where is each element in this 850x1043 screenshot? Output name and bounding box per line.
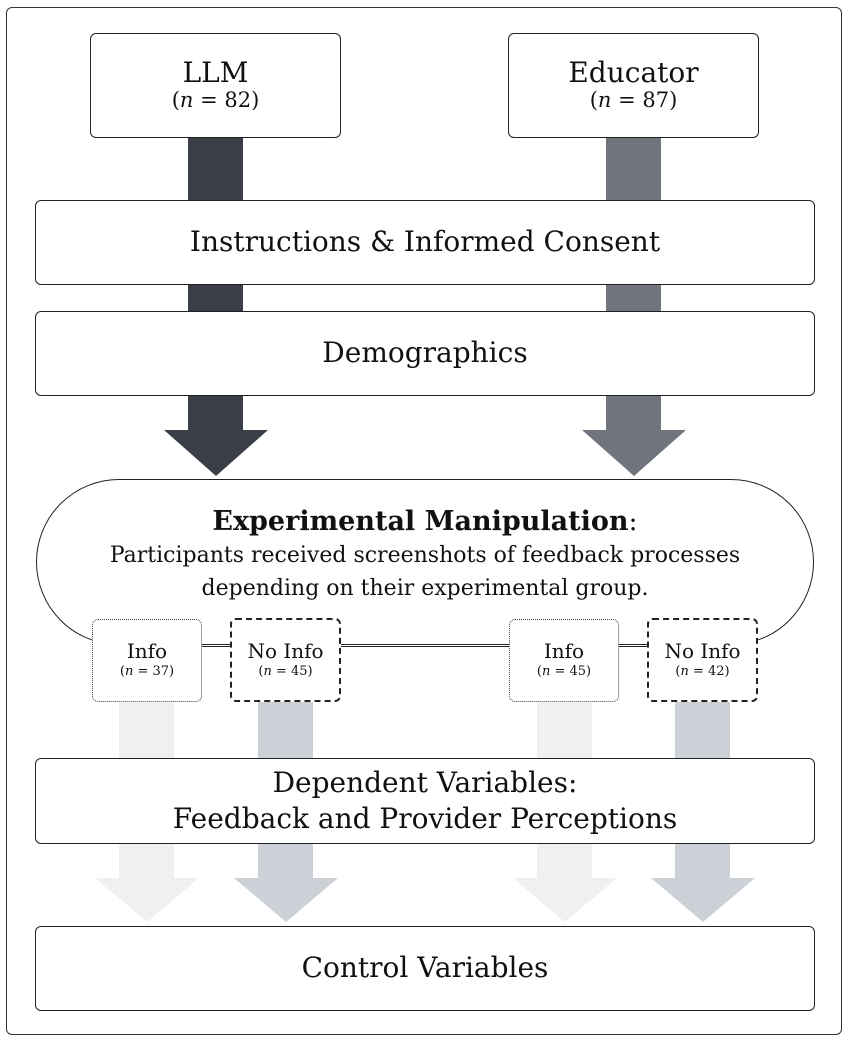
llm-info-subgroup: Info (n = 37) <box>92 619 202 702</box>
educator-arrow-head <box>582 430 686 476</box>
llm-group-label: LLM <box>182 55 249 89</box>
edu-noinfo-subgroup: No Info (n = 42) <box>647 618 758 702</box>
llm-subgroup-connector <box>201 646 231 647</box>
dependent-variables-line1: Dependent Variables: <box>272 765 578 799</box>
manipulation-description: Participants received screenshots of fee… <box>109 543 741 602</box>
manipulation-text: Experimental Manipulation: Participants … <box>36 506 814 605</box>
educator-group-label: Educator <box>568 55 699 89</box>
llm-noinfo-arrow-head <box>234 878 338 922</box>
middle-subgroup-connector <box>340 646 509 647</box>
dependent-variables-line2: Feedback and Provider Perceptions <box>172 802 678 835</box>
llm-arrow-head <box>164 430 268 476</box>
consent-step-label: Instructions & Informed Consent <box>189 225 661 259</box>
control-variables-label: Control Variables <box>301 951 549 985</box>
edu-info-subgroup: Info (n = 45) <box>509 619 619 702</box>
educator-group-box: Educator (n = 87) <box>508 33 759 138</box>
demographics-step-label: Demographics <box>322 336 528 370</box>
manipulation-heading: Experimental Manipulation: <box>212 506 638 537</box>
llm-noinfo-subgroup: No Info (n = 45) <box>230 618 341 702</box>
consent-step-box: Instructions & Informed Consent <box>35 200 815 285</box>
diagram-frame <box>6 7 842 1035</box>
llm-group-box: LLM (n = 82) <box>90 33 341 138</box>
manipulation-box <box>36 479 814 645</box>
edu-noinfo-arrow-head <box>651 878 755 922</box>
dependent-variables-box: Dependent Variables: Feedback and Provid… <box>35 758 815 844</box>
edu-info-arrow-head <box>513 878 617 922</box>
llm-group-n: (n = 82) <box>171 88 260 113</box>
educator-subgroup-connector <box>618 646 648 647</box>
demographics-step-box: Demographics <box>35 311 815 396</box>
educator-group-n: (n = 87) <box>589 88 678 113</box>
llm-info-arrow-head <box>95 878 199 922</box>
control-variables-box: Control Variables <box>35 926 815 1011</box>
